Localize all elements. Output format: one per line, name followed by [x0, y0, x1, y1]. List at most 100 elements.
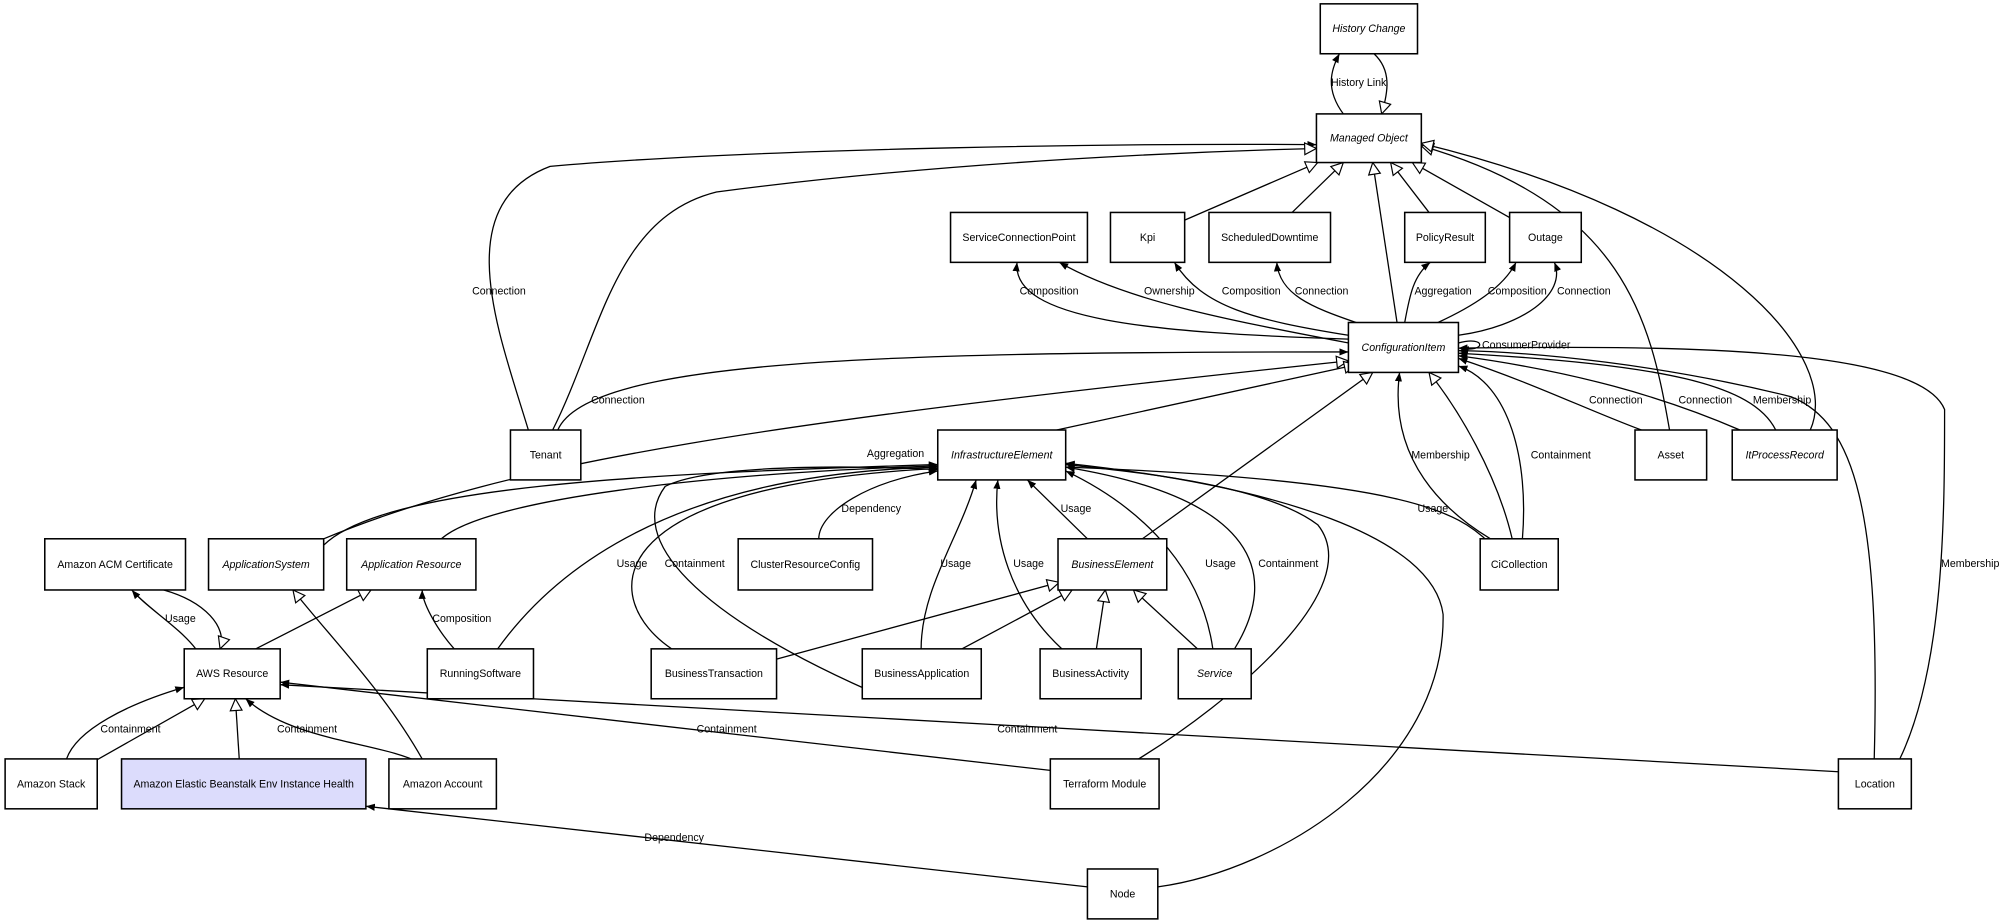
association-edge-tm-ie — [1065, 461, 1330, 760]
class-node-node[interactable]: Node — [1086, 868, 1159, 920]
class-node-appres[interactable]: Application Resource — [345, 538, 477, 591]
association-edge-itpr-ci — [1458, 350, 1777, 431]
class-name: ApplicationSystem — [221, 559, 309, 571]
class-node-cicoll[interactable]: CiCollection — [1479, 538, 1559, 591]
class-node-tenant[interactable]: Tenant — [509, 429, 582, 481]
class-node-tm[interactable]: Terraform Module — [1049, 758, 1160, 810]
class-node-rs[interactable]: RunningSoftware — [426, 648, 535, 700]
edge-label: Usage — [1418, 503, 1449, 515]
class-box — [650, 648, 778, 700]
class-node-crc[interactable]: ClusterResourceConfig — [737, 538, 874, 591]
edge-label: ConsumerProvider — [1482, 339, 1571, 351]
class-name: BusinessTransaction — [665, 668, 763, 680]
class-box — [1315, 113, 1423, 164]
edge-label: Usage — [940, 558, 971, 570]
generalization-edge-kpi-managedObject — [1184, 163, 1318, 221]
generalization-edge-beanstalk-aws — [235, 699, 239, 759]
association-edge-location-aws — [280, 681, 1839, 773]
association-edge-bact-ie — [993, 479, 1063, 650]
edge-label: Membership — [1753, 394, 1811, 406]
association-edge-node-ie — [1065, 460, 1444, 888]
generalization-edge-pr-managedObject — [1391, 163, 1430, 213]
edge-label: Connection — [591, 394, 645, 406]
class-box — [388, 758, 498, 810]
association-edge-crc-ie — [818, 468, 938, 539]
class-box — [1837, 758, 1913, 810]
class-name: Amazon Stack — [17, 778, 86, 790]
association-edge-service-ie — [1065, 470, 1214, 649]
edge-label: Aggregation — [867, 448, 924, 460]
generalization-edge-account-appsys — [293, 590, 423, 760]
class-node-bact[interactable]: BusinessActivity — [1039, 648, 1142, 700]
edge-label: Composition — [1020, 286, 1079, 298]
class-box — [1109, 211, 1186, 264]
association-edge-ci-outage — [1437, 262, 1517, 324]
class-node-ie[interactable]: InfrastructureElement — [936, 429, 1067, 481]
class-node-location[interactable]: Location — [1837, 758, 1913, 810]
association-edge-be-ie — [1026, 479, 1088, 540]
class-node-managedObject[interactable]: Managed Object — [1315, 113, 1423, 164]
edge-label: Usage — [1061, 503, 1092, 515]
class-node-be[interactable]: BusinessElement — [1057, 538, 1168, 591]
class-node-ba[interactable]: BusinessApplication — [861, 648, 983, 700]
class-box — [1634, 429, 1708, 481]
class-node-pr[interactable]: PolicyResult — [1403, 211, 1487, 264]
edge-label: Connection — [472, 286, 526, 298]
generalization-edge-appsys-ci — [323, 361, 1349, 540]
class-node-aws[interactable]: AWS Resource — [183, 648, 281, 700]
edge-label: Containment — [697, 723, 757, 735]
edge-label: Usage — [1205, 558, 1236, 570]
class-node-itpr[interactable]: ItProcessRecord — [1731, 429, 1838, 481]
class-node-historyChange[interactable]: History Change — [1319, 3, 1419, 55]
edge-label: Connection — [1295, 286, 1349, 298]
class-node-service[interactable]: Service — [1177, 648, 1252, 700]
class-node-sd[interactable]: ScheduledDowntime — [1208, 211, 1332, 264]
class-node-account[interactable]: Amazon Account — [388, 758, 498, 810]
generalization-edge-bt-be — [776, 582, 1060, 660]
association-edge-stack-aws — [65, 686, 185, 760]
class-box — [345, 538, 477, 591]
class-name: Service — [1197, 668, 1232, 680]
class-name: ScheduledDowntime — [1221, 232, 1318, 244]
class-node-kpi[interactable]: Kpi — [1109, 211, 1186, 264]
generalization-edge-be-ci — [1142, 372, 1372, 540]
class-node-stack[interactable]: Amazon Stack — [4, 758, 98, 810]
generalization-edge-historyChange-managedObject — [1373, 53, 1387, 114]
association-edge-ba-ie — [920, 479, 978, 649]
association-edge-tenant-ci — [557, 348, 1349, 431]
class-name: Amazon ACM Certificate — [57, 559, 173, 571]
class-node-appsys[interactable]: ApplicationSystem — [207, 538, 325, 591]
class-name: Location — [1855, 778, 1895, 790]
class-node-acm[interactable]: Amazon ACM Certificate — [44, 538, 187, 591]
class-name: Node — [1110, 888, 1135, 900]
edge-label: Containment — [277, 723, 337, 735]
class-name: ClusterResourceConfig — [751, 559, 861, 571]
association-edge-asset-ci — [1458, 357, 1642, 431]
class-name: Managed Object — [1330, 133, 1409, 145]
edge-label: Connection — [1589, 394, 1643, 406]
association-edge-appsys-ie — [323, 461, 938, 546]
association-edge-appres-ie — [440, 462, 938, 540]
class-box — [1049, 758, 1160, 810]
class-name: PolicyResult — [1416, 232, 1474, 244]
association-edge-ci-scp — [1012, 262, 1349, 340]
generalization-edge-tenant-managedObject — [552, 148, 1317, 431]
class-node-outage[interactable]: Outage — [1508, 211, 1583, 264]
class-box — [1208, 211, 1332, 264]
edge-label: Usage — [1013, 558, 1044, 570]
association-edge-cicoll-ie — [1065, 463, 1491, 545]
class-name: BusinessActivity — [1052, 668, 1129, 680]
edge-label: Composition — [1488, 286, 1547, 298]
class-node-scp[interactable]: ServiceConnectionPoint — [949, 211, 1089, 264]
class-node-ci[interactable]: ConfigurationItem — [1347, 321, 1460, 374]
class-node-asset[interactable]: Asset — [1634, 429, 1708, 481]
class-node-bt[interactable]: BusinessTransaction — [650, 648, 778, 700]
association-edge-cicoll-ci — [1458, 365, 1525, 539]
edge-label: Dependency — [644, 832, 704, 844]
class-name: Kpi — [1140, 232, 1155, 244]
generalization-edge-acm-aws — [163, 589, 222, 649]
association-edge-ci-pr — [1404, 261, 1431, 323]
class-box — [737, 538, 874, 591]
class-node-beanstalk[interactable]: Amazon Elastic Beanstalk Env Instance He… — [120, 758, 367, 810]
